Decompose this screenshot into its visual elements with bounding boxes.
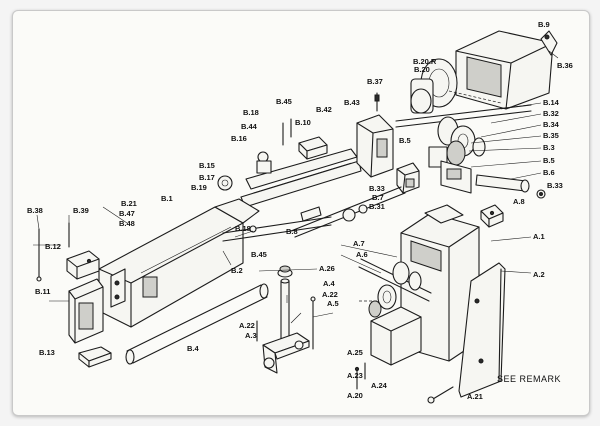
gear-block-b10 [298, 136, 328, 160]
small-parts-b16 [217, 118, 292, 191]
label-b36: B.36 [557, 61, 573, 70]
see-remark-note: SEE REMARK [497, 374, 561, 384]
label-b12: B.12 [45, 242, 61, 251]
label-b18-mid: B.18 [235, 224, 251, 233]
label-b33-right: B.33 [547, 181, 563, 190]
label-b8: B.8 [286, 227, 298, 236]
label-a22-top: A.22 [322, 290, 338, 299]
label-b43: B.43 [344, 98, 360, 107]
label-b38: B.38 [27, 206, 43, 215]
label-b39: B.39 [73, 206, 89, 215]
label-b42: B.42 [316, 105, 332, 114]
label-a22-left: A.22 [239, 321, 255, 330]
label-a21: A.21 [467, 392, 483, 401]
label-a24: A.24 [371, 381, 388, 390]
label-b37: B.37 [367, 77, 383, 86]
label-a25: A.25 [347, 348, 363, 357]
label-a20: A.20 [347, 391, 363, 400]
lever-a3 [256, 296, 316, 374]
label-a3: A.3 [245, 331, 257, 340]
label-b21: B.21 [121, 199, 137, 208]
label-b7: B.7 [372, 193, 384, 202]
drawing-sheet: B.9 B.36 B.20.R B.20 B.37 B.14 B.32 B.34… [12, 10, 590, 416]
label-b5-right: B.5 [543, 156, 555, 165]
label-b48: B.48 [119, 219, 135, 228]
exploded-parts-diagram: B.9 B.36 B.20.R B.20 B.37 B.14 B.32 B.34… [27, 20, 573, 404]
label-b2: B.2 [231, 266, 243, 275]
base-a2 [458, 262, 506, 398]
label-b20r: B.20.R [413, 57, 437, 66]
plate-b13 [78, 346, 112, 368]
block-a8 [480, 204, 504, 228]
b9-bracket [540, 30, 558, 56]
part-labels: B.9 B.36 B.20.R B.20 B.37 B.14 B.32 B.34… [27, 20, 573, 401]
post-a4 [277, 265, 293, 344]
label-b19: B.19 [191, 183, 207, 192]
shaft-b33 [290, 186, 406, 238]
feed-shaft-a6 [358, 258, 432, 302]
label-b1: B.1 [161, 194, 173, 203]
pin-b38 [36, 222, 70, 282]
label-a7: A.7 [353, 239, 365, 248]
label-b31: B.31 [369, 202, 385, 211]
label-b45-mid: B.45 [251, 250, 267, 259]
label-b34: B.34 [543, 120, 560, 129]
label-b17: B.17 [199, 173, 215, 182]
label-b6: B.6 [543, 168, 555, 177]
label-a2: A.2 [533, 270, 545, 279]
label-a1: A.1 [533, 232, 545, 241]
slide-carriage [240, 92, 394, 208]
b5-block [396, 162, 420, 194]
label-a4: A.4 [323, 279, 336, 288]
block-b12 [66, 250, 100, 280]
gearbox-a25 [359, 284, 422, 366]
label-b44: B.44 [241, 122, 258, 131]
label-b5-mid: B.5 [399, 136, 411, 145]
plate-b11 [68, 278, 104, 344]
label-b16: B.16 [231, 134, 247, 143]
rod-b2 [222, 216, 332, 242]
label-b47: B.47 [119, 209, 135, 218]
label-a6: A.6 [356, 250, 368, 259]
label-b35: B.35 [543, 131, 559, 140]
label-b14: B.14 [543, 98, 560, 107]
leader-lines [33, 50, 559, 324]
main-body-b1 [98, 198, 260, 328]
label-b9: B.9 [538, 20, 550, 29]
label-b11: B.11 [35, 287, 50, 296]
rod-b6 [475, 174, 546, 199]
label-b32: B.32 [543, 109, 559, 118]
label-b10: B.10 [295, 118, 311, 127]
label-b45-top: B.45 [276, 97, 292, 106]
label-b13: B.13 [39, 348, 55, 357]
label-b3: B.3 [543, 143, 555, 152]
label-b20: B.20 [414, 65, 430, 74]
label-b18-top: B.18 [243, 108, 259, 117]
label-a23: A.23 [347, 371, 363, 380]
label-b33-mid: B.33 [369, 184, 385, 193]
spindle-assembly [395, 104, 532, 194]
motor-housing [410, 30, 554, 114]
label-b4: B.4 [187, 344, 200, 353]
shaft-b4 [125, 283, 269, 365]
pins-a20-a24 [354, 362, 454, 404]
label-b15: B.15 [199, 161, 215, 170]
label-a5: A.5 [327, 299, 339, 308]
label-a8: A.8 [513, 197, 525, 206]
label-a26: A.26 [319, 264, 335, 273]
